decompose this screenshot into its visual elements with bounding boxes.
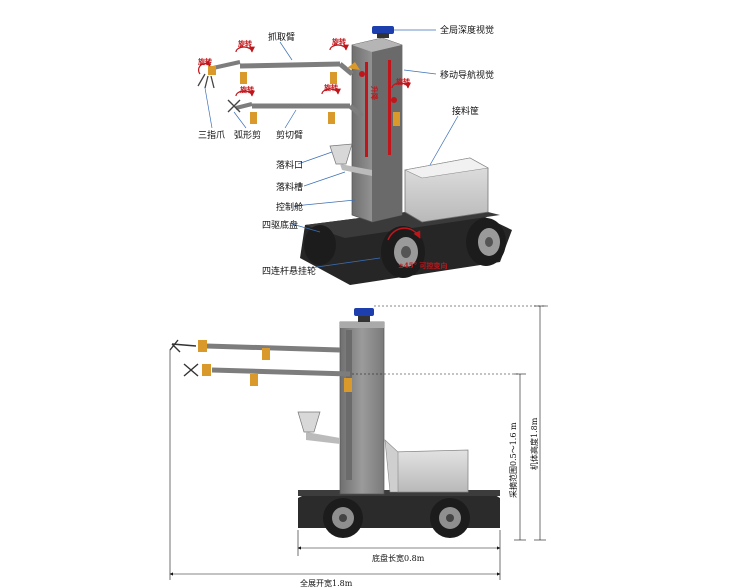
label-chassis-length: 底盘长宽0.8m — [372, 553, 425, 563]
label-drop-port: 落料口 — [276, 159, 303, 171]
side-collect-basket — [384, 439, 469, 493]
side-beacon — [354, 308, 374, 322]
side-grab-arm — [169, 339, 341, 360]
label-full-span: 全展开宽1.8m — [300, 578, 353, 588]
lift-label: 升降 — [370, 86, 379, 101]
label-arc-scissors: 弧形剪 — [234, 129, 261, 141]
wheel-front-right — [466, 218, 506, 266]
wheel-rear-left — [304, 225, 336, 265]
label-global-depth-vision: 全局深度视觉 — [440, 24, 494, 36]
cut-arm — [227, 99, 400, 126]
side-view-robot — [169, 308, 500, 538]
label-grab-arm: 抓取臂 — [268, 31, 295, 43]
label-machine-height: 机体高度1.8m — [529, 417, 539, 470]
steer-label: ±45° 可控变向 — [398, 261, 448, 270]
rotate-label-4: 旋转 — [239, 85, 254, 94]
main-column — [351, 37, 403, 223]
drop-chute — [329, 143, 372, 176]
label-cut-arm: 剪切臂 — [276, 129, 303, 141]
side-cut-arm — [183, 363, 352, 392]
wheel-front-left — [381, 226, 425, 278]
rotate-indicators — [198, 44, 411, 97]
red-annotations: 旋转 旋转 旋转 旋转 旋转 旋转 升降 ±45° 可控变向 — [197, 37, 448, 270]
collect-basket — [404, 157, 489, 223]
label-mobile-nav-vision: 移动导航视觉 — [440, 69, 494, 81]
top-view-labels: 全局深度视觉 抓取臂 移动导航视觉 接料筐 三指爪 弧形剪 剪切臂 落料口 落料… — [198, 24, 494, 277]
side-drop-chute — [297, 411, 340, 444]
label-four-link-suspension-wheel: 四连杆悬挂轮 — [262, 265, 316, 277]
label-three-finger-claw: 三指爪 — [198, 129, 225, 141]
callout-lines — [204, 29, 459, 269]
label-control-cabin: 控制舱 — [276, 201, 303, 213]
global-depth-camera — [372, 26, 394, 38]
rotate-label-2: 旋转 — [331, 37, 346, 46]
label-four-wheel-chassis: 四驱底盘 — [262, 219, 298, 231]
rotate-label-5: 旋转 — [323, 83, 338, 92]
rotate-label-6: 旋转 — [395, 77, 410, 86]
label-harvest-range: 采摘范围0.5～1.6 m — [508, 422, 518, 498]
dimension-labels: 采摘范围0.5～1.6 m 机体高度1.8m 底盘长宽0.8m 全展开宽1.8m — [300, 417, 539, 588]
dimension-lines — [169, 305, 548, 580]
top-view-robot — [197, 26, 512, 285]
label-collect-basket: 接料筐 — [452, 105, 479, 117]
rotate-label-1: 旋转 — [237, 39, 252, 48]
side-main-column — [339, 321, 385, 495]
label-drop-chute: 落料槽 — [276, 181, 303, 193]
side-wheel-front — [430, 498, 470, 538]
rotate-label-3: 旋转 — [197, 57, 212, 66]
side-wheel-rear — [323, 498, 363, 538]
grab-arm — [197, 60, 360, 89]
